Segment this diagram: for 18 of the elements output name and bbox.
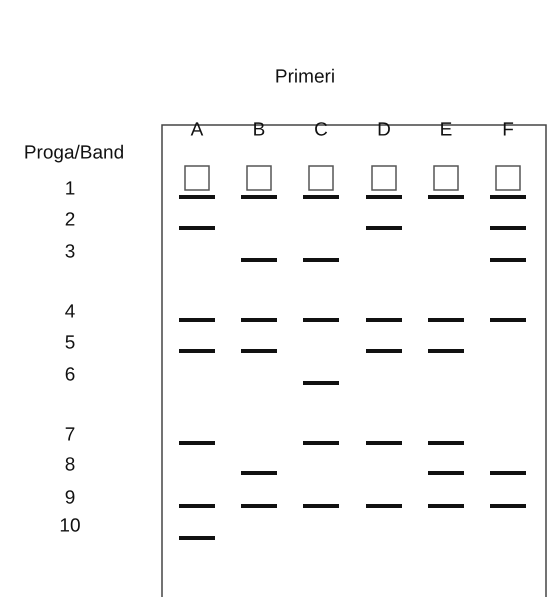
lane-label: B — [252, 120, 266, 140]
row-label: 7 — [64, 426, 76, 444]
lane-label: E — [440, 120, 452, 140]
row-label: 6 — [64, 366, 76, 384]
lane-label: C — [314, 120, 328, 140]
row-label: 3 — [64, 242, 76, 262]
lane-label: A — [190, 120, 204, 140]
chart-title: Primeri — [274, 68, 336, 86]
lane-label: F — [502, 120, 514, 140]
row-label: 9 — [64, 488, 76, 508]
row-label: 4 — [64, 302, 76, 322]
row-label: 2 — [64, 210, 76, 230]
row-label: 8 — [64, 456, 76, 474]
row-label: 10 — [59, 516, 81, 536]
row-label: 5 — [64, 334, 76, 352]
lane-label: D — [377, 120, 391, 140]
row-label: 1 — [64, 180, 76, 198]
row-header: Proga/Band — [24, 144, 124, 162]
